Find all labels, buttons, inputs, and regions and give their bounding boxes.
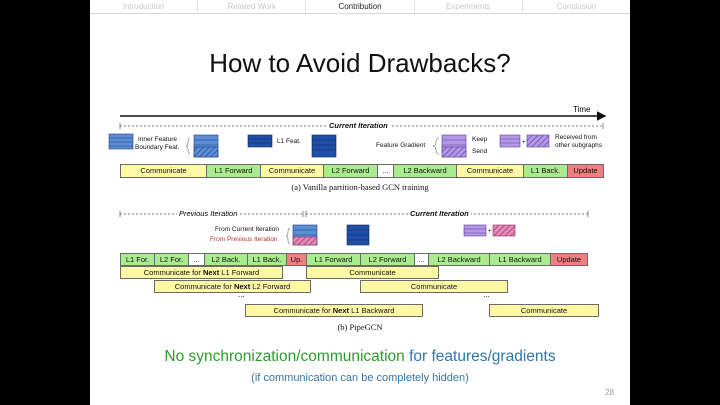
caption-b: (b) PipeGCN <box>337 322 383 332</box>
a-current-iteration-label: Current Iteration <box>327 121 390 130</box>
legend-received-2: other subgraphs <box>555 142 602 149</box>
b-current-iteration-label: Current Iteration <box>408 209 471 218</box>
svg-text:+: + <box>488 229 492 235</box>
b-comm-ellipsis-1: ... <box>238 290 245 299</box>
key-message-note: (if communication can be completely hidd… <box>251 372 469 384</box>
b-comm-ellipsis-2: ... <box>483 290 490 299</box>
b-comm-next-l1-backward: Communicate for Next L1 Backward <box>245 304 423 317</box>
legend-l1-feature: L1 Feat. <box>277 138 301 145</box>
a-communicate-3: Communicate <box>456 164 524 178</box>
received-gradient-icon: + <box>499 134 550 148</box>
a-l1-back: L1 Back. <box>523 164 568 178</box>
b-l2-back: L2 Back. <box>204 253 248 266</box>
boundary-feature-icon <box>193 134 219 158</box>
b-l2-for: L2 For. <box>154 253 189 266</box>
key-message-rest: for features/gradients <box>409 348 556 365</box>
a-communicate-1: Communicate <box>120 164 207 178</box>
gradient-b-icon: + <box>463 224 516 237</box>
key-message: No synchronization/communication for fea… <box>90 348 630 366</box>
a-l1-forward: L1 Forward <box>206 164 261 178</box>
l1-feature-b-icon <box>346 224 370 246</box>
b-communicate-1: Communicate <box>306 266 439 279</box>
nav-tab-introduction[interactable]: Introduction <box>90 0 199 13</box>
nav-tab-conclusion[interactable]: Conclusion <box>556 2 597 11</box>
b-up: Up. <box>286 253 307 266</box>
b-l1-for: L1 For. <box>120 253 155 266</box>
legend-send: Send <box>472 148 488 155</box>
b-l1-back: L1 Back. <box>247 253 287 266</box>
legend-feature-gradient: Feature Gradient <box>376 142 426 149</box>
l1-feature-icon <box>247 134 273 148</box>
legend-from-current: From Current Iteration <box>215 226 279 233</box>
b-update: Update <box>550 253 588 266</box>
nav-tab-experiments[interactable]: Experiments <box>415 0 523 13</box>
b-l2-forward: L2 Forward <box>360 253 415 266</box>
b-l2-backward: L2 Backward <box>428 253 490 266</box>
b-comm-next-l1-forward: Communicate for Next L1 Forward <box>120 266 283 279</box>
a-ellipsis: ... <box>377 164 394 178</box>
key-message-highlight: No synchronization/communication <box>164 348 405 365</box>
b-comm-next-l2-forward: Communicate for Next L2 Forward <box>154 280 311 293</box>
b-ellipsis-1: ... <box>188 253 205 266</box>
slide: Introduction Related Work Contribution E… <box>90 0 630 405</box>
legend-received: Received from <box>555 134 597 141</box>
legend-inner-feature: Inner Feature <box>138 136 178 143</box>
page-number: 28 <box>605 388 614 397</box>
time-label: Time <box>573 105 591 114</box>
nav-tab-contribution[interactable]: Contribution <box>306 0 415 13</box>
legend-from-previous: From Previous Iteration <box>210 236 278 243</box>
a-update: Update <box>567 164 604 178</box>
section-nav: Introduction Related Work Contribution E… <box>90 0 630 14</box>
b-l1-backward: L1 Backward <box>489 253 551 266</box>
l1-feature-stack-icon <box>311 134 337 158</box>
legend-boundary-feature: Boundary Feat. <box>135 144 180 151</box>
b-communicate-3: Communicate <box>489 304 599 317</box>
inner-feature-icon <box>108 133 134 150</box>
b-ellipsis-2: ... <box>414 253 429 266</box>
b-l1-forward: L1 Forward <box>306 253 361 266</box>
current-iteration-feature-icon <box>292 224 318 246</box>
timeline-arrows: + + <box>108 111 607 246</box>
a-communicate-2: Communicate <box>260 164 324 178</box>
nav-tab-related-work[interactable]: Related Work <box>198 0 307 13</box>
legend-keep: Keep <box>472 136 488 143</box>
feature-gradient-icon <box>441 134 467 158</box>
caption-a: (a) Vanilla partition-based GCN training <box>291 182 429 192</box>
a-l2-forward: L2 Forward <box>323 164 378 178</box>
b-previous-iteration-label: Previous Iteration <box>177 209 240 218</box>
slide-title: How to Avoid Drawbacks? <box>209 48 511 78</box>
a-l2-backward: L2 Backward <box>393 164 457 178</box>
svg-text:+: + <box>522 140 526 146</box>
b-communicate-2: Communicate <box>360 280 508 293</box>
